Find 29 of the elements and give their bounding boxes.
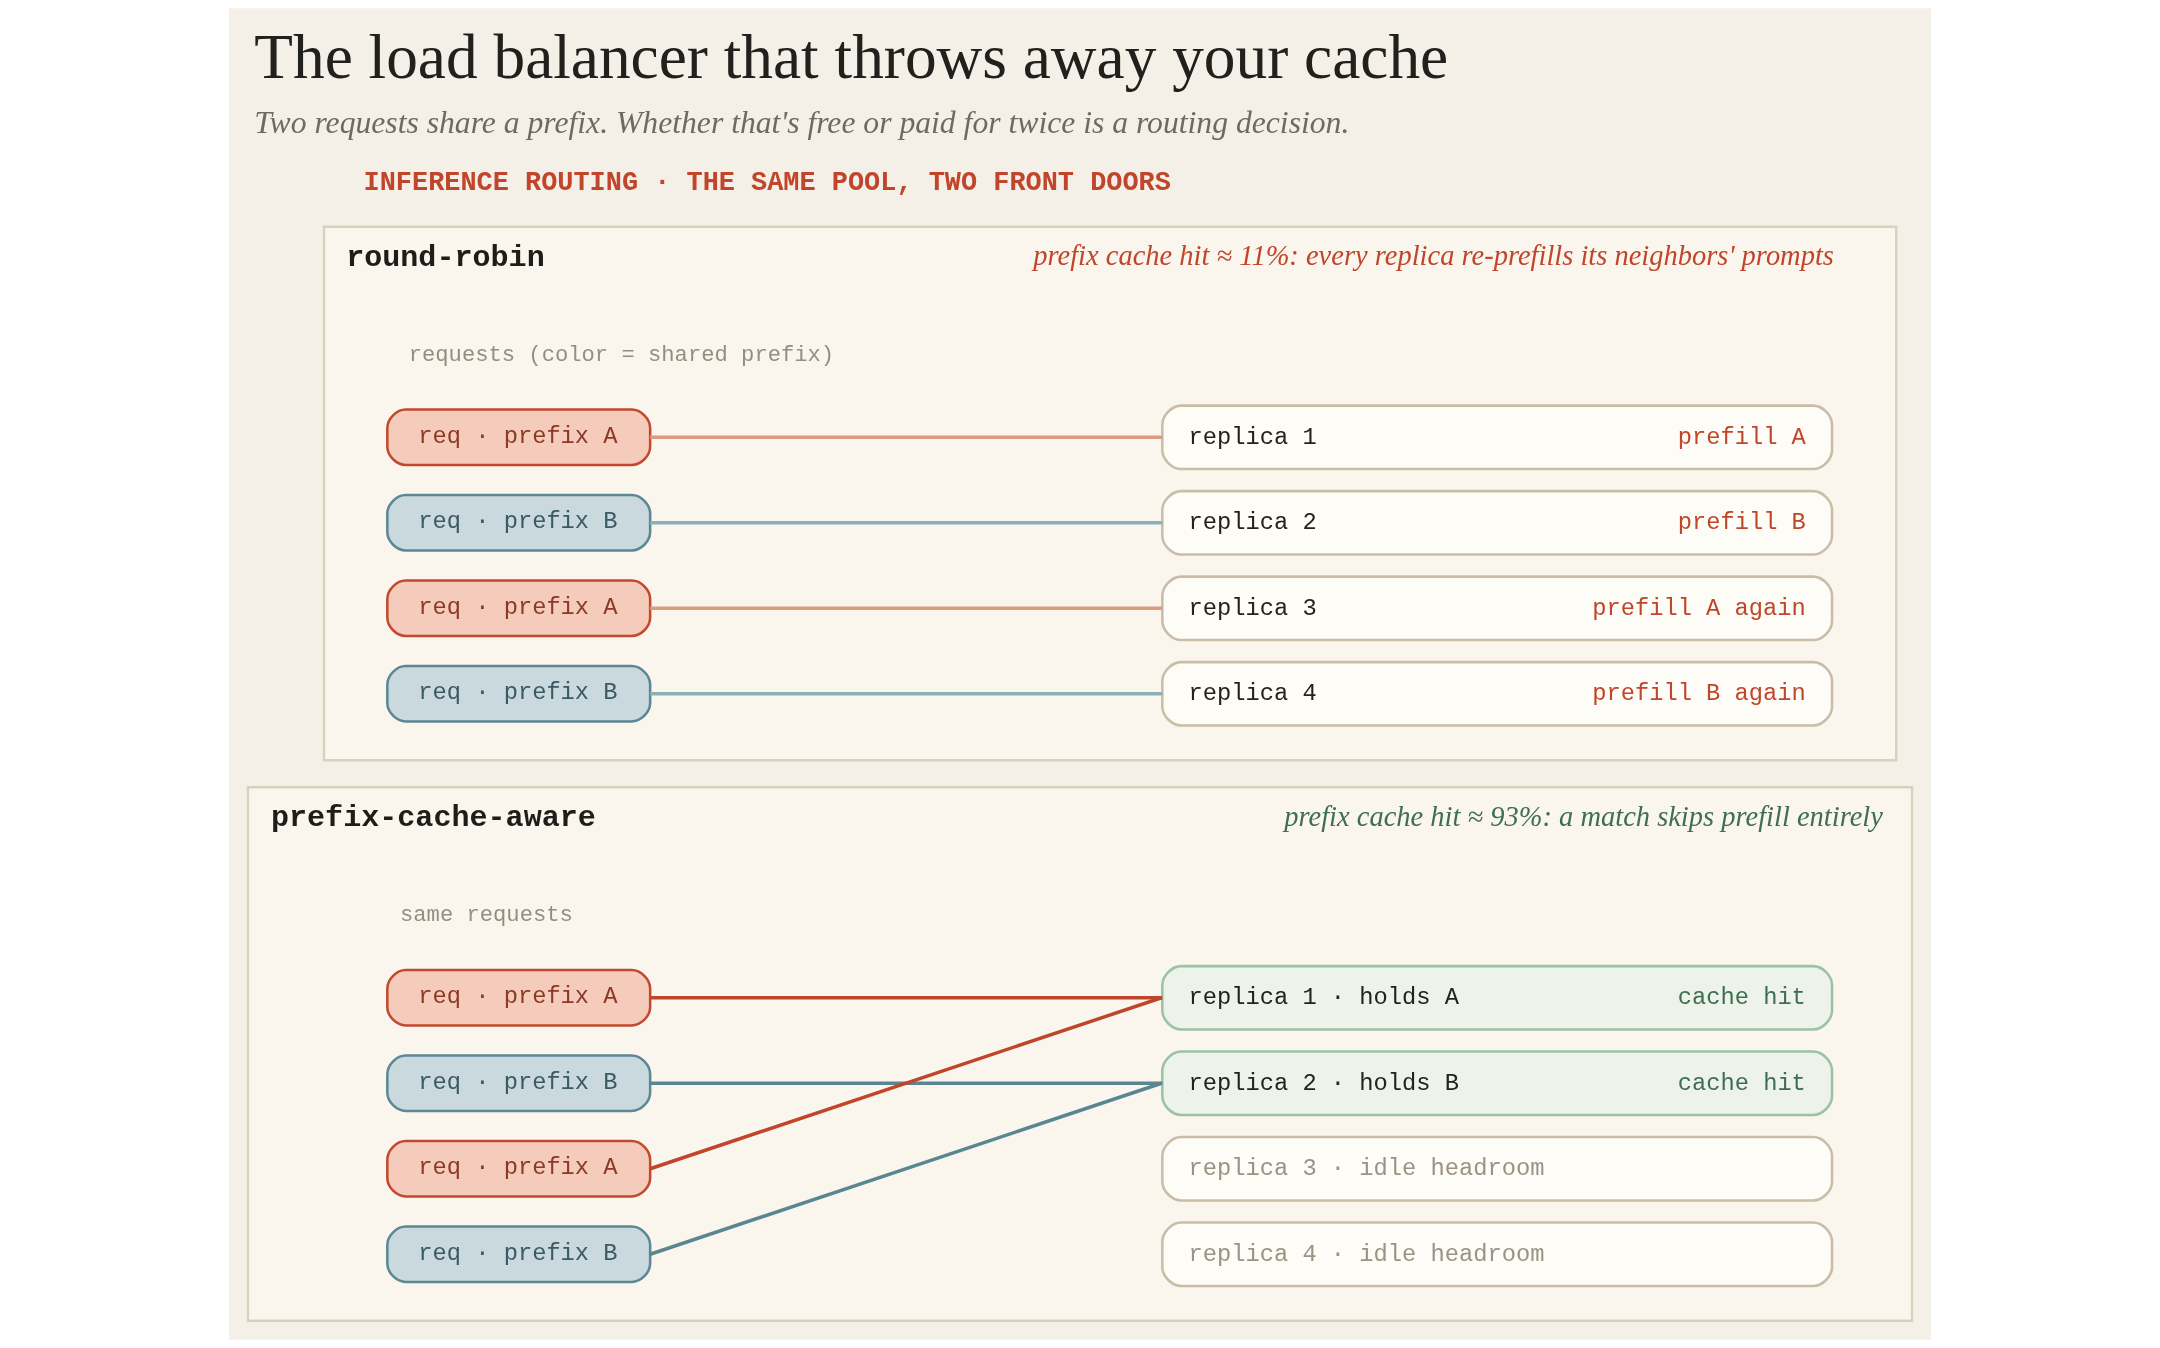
node-box: req · prefix B <box>386 664 652 723</box>
node-box: replica 1 prefill A <box>1161 404 1834 471</box>
label: requests (color = shared prefix) <box>408 342 835 368</box>
connector <box>650 521 1163 525</box>
node-box: replica 3 prefill A again <box>1161 575 1834 642</box>
node-box: req · prefix B <box>386 1054 652 1113</box>
node-box: req · prefix B <box>386 493 652 552</box>
connector <box>650 1081 1163 1085</box>
node-box: req · prefix B <box>386 1225 652 1284</box>
connector <box>650 435 1163 440</box>
connector <box>650 996 1163 1000</box>
node-box: req · prefix A <box>386 579 652 638</box>
caption: Two requests share a prefix. Whether that's free or paid for twice is a routing decision. <box>254 105 1350 141</box>
label: INFERENCE ROUTING · THE SAME POOL, TWO FRONT DOORS <box>363 168 1171 199</box>
node-box: req · prefix A <box>386 408 652 467</box>
node-box: replica 2 prefill B <box>1161 489 1834 556</box>
node-box: replica 2 · holds B cache hit <box>1161 1050 1834 1117</box>
node-box: replica 1 · holds A cache hit <box>1161 964 1834 1031</box>
node-box: req · prefix A <box>386 1139 652 1198</box>
node-box: replica 4 · idle headroom <box>1161 1221 1834 1288</box>
connector <box>650 692 1163 696</box>
connector <box>649 996 1163 1171</box>
node-box: replica 4 prefill B again <box>1161 660 1834 727</box>
diagram-title: The load balancer that throws away your cache <box>254 21 1449 92</box>
node-box: replica 3 · idle headroom <box>1161 1135 1834 1202</box>
connector <box>649 1081 1163 1256</box>
label: same requests <box>399 903 573 929</box>
connector <box>650 606 1163 611</box>
node-box: req · prefix A <box>386 968 652 1027</box>
